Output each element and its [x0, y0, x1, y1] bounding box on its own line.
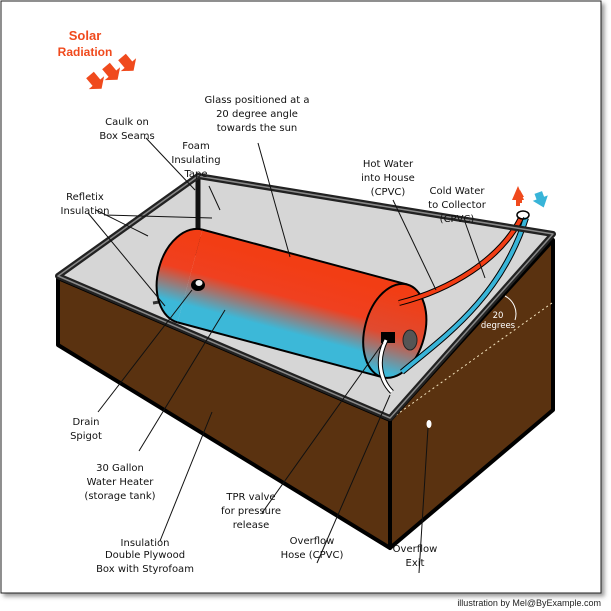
label-water-heater: 30 Gallon Water Heater (storage tank) — [84, 463, 155, 502]
svg-text:Drain: Drain — [72, 417, 99, 428]
svg-text:Cold Water: Cold Water — [430, 186, 486, 197]
label-tpr-valve: TPR valve for pressure release — [221, 492, 281, 531]
svg-text:towards the sun: towards the sun — [217, 123, 298, 134]
solar-subtitle: Radiation — [58, 45, 113, 59]
svg-text:release: release — [233, 520, 269, 531]
svg-text:(CPVC): (CPVC) — [371, 187, 406, 198]
svg-text:Double Plywood: Double Plywood — [105, 550, 185, 561]
svg-text:Water Heater: Water Heater — [87, 477, 155, 488]
svg-text:Hose (CPVC): Hose (CPVC) — [281, 550, 344, 561]
svg-text:Box Seams: Box Seams — [99, 131, 154, 142]
svg-text:into House: into House — [361, 173, 415, 184]
svg-text:Foam: Foam — [182, 141, 209, 152]
label-plywood-box: Double Plywood Box with Styrofoam Insula… — [96, 538, 194, 575]
svg-text:Refletix: Refletix — [66, 192, 104, 203]
angle-unit: degrees — [481, 321, 516, 331]
svg-text:Exit: Exit — [406, 558, 425, 569]
svg-text:Insulation: Insulation — [61, 206, 110, 217]
label-foam-tape: Foam Insulating Tape — [171, 141, 220, 180]
svg-text:(storage tank): (storage tank) — [84, 491, 155, 502]
svg-text:30 Gallon: 30 Gallon — [96, 463, 144, 474]
svg-text:for pressure: for pressure — [221, 506, 281, 517]
svg-text:Box with Styrofoam: Box with Styrofoam — [96, 564, 194, 575]
tank-port-icon — [402, 329, 418, 351]
label-hot-water: Hot Water into House (CPVC) — [361, 159, 415, 198]
svg-text:Tape: Tape — [183, 169, 207, 180]
drain-spigot-icon — [191, 279, 205, 291]
solar-title: Solar — [69, 28, 102, 43]
label-overflow-hose: Overflow Hose (CPVC) — [281, 536, 344, 561]
svg-text:Hot Water: Hot Water — [363, 159, 414, 170]
overflow-hose — [378, 339, 394, 394]
pipe-exit-hole — [516, 210, 530, 220]
svg-text:Spigot: Spigot — [70, 431, 102, 442]
leader-lines — [87, 137, 486, 574]
svg-text:Insulating: Insulating — [171, 155, 220, 166]
credit: illustration by Mel@ByExample.com — [457, 598, 601, 608]
svg-text:Insulation: Insulation — [121, 538, 170, 549]
svg-text:(CPVC): (CPVC) — [440, 214, 475, 225]
svg-text:to Collector: to Collector — [428, 200, 487, 211]
hot-water-pipe — [398, 217, 523, 305]
solar-arrow-icons — [86, 53, 137, 90]
cold-in-arrow-icon — [532, 191, 548, 208]
tpr-valve-icon — [381, 332, 395, 343]
label-drain-spigot: Drain Spigot — [70, 417, 102, 442]
svg-text:Glass positioned at a: Glass positioned at a — [205, 95, 310, 106]
label-refletix: Refletix Insulation — [61, 192, 110, 217]
svg-text:20 degree angle: 20 degree angle — [216, 109, 298, 120]
cold-water-pipe — [400, 217, 528, 374]
svg-text:TPR valve: TPR valve — [225, 492, 275, 503]
svg-text:Caulk on: Caulk on — [105, 117, 149, 128]
svg-text:Overflow: Overflow — [393, 544, 438, 555]
angle-value: 20 — [493, 311, 504, 321]
overflow-exit-hole — [426, 420, 432, 428]
label-cold-water: Cold Water to Collector (CPVC) — [428, 186, 487, 225]
svg-text:Overflow: Overflow — [290, 536, 335, 547]
label-glass: Glass positioned at a 20 degree angle to… — [205, 95, 310, 134]
label-caulk: Caulk on Box Seams — [99, 117, 154, 142]
label-overflow-exit: Overflow Exit — [393, 544, 438, 569]
